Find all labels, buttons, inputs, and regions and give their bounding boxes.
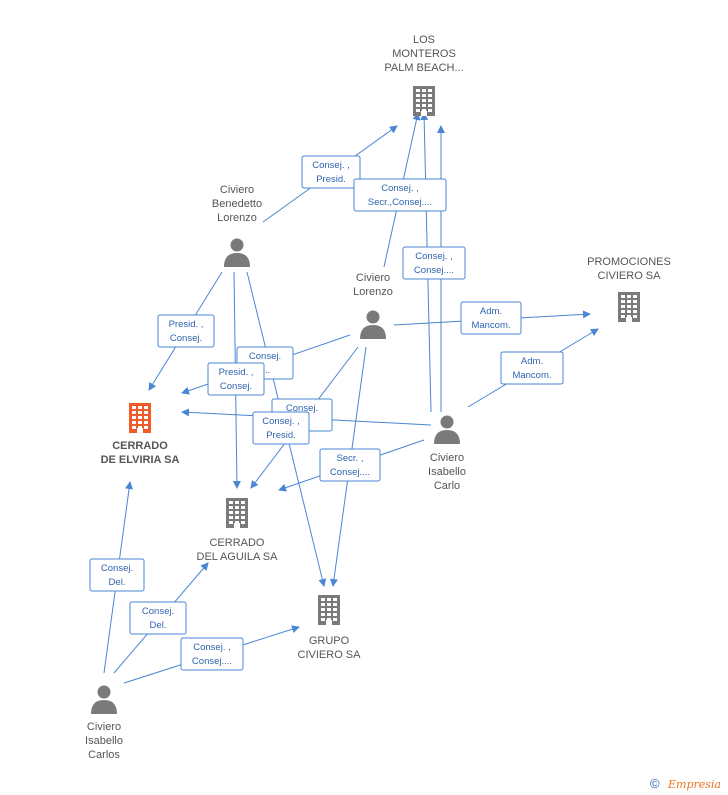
edge-label-box [402, 246, 466, 280]
edge-label-text: Consej. , [381, 183, 419, 194]
edge-label-text: Consej. , [312, 160, 350, 171]
brand-logo: Empresia [668, 778, 721, 791]
edge-label-text: Secr. , [337, 453, 364, 464]
edge-label-e11[interactable]: Secr. , Consej.... [319, 448, 381, 482]
edge-label-text: Del. [150, 620, 167, 631]
edge-label-text: Consej. , [262, 416, 300, 427]
edge-label-e2[interactable]: Consej. , Secr.,Consej.... [353, 178, 447, 212]
node-label: DE ELVIRIA SA [101, 454, 180, 466]
node-label: CIVIERO SA [298, 649, 362, 661]
node-label: Lorenzo [217, 212, 257, 224]
edge-label-text: Presid. [266, 430, 296, 441]
node-label: Carlos [88, 749, 120, 761]
edge-label-text: Consej. [249, 351, 281, 362]
edge-label-text: Presid. , [169, 319, 204, 330]
edge-label-e3[interactable]: Consej. , Consej.... [402, 246, 466, 280]
node-label: Carlo [434, 480, 460, 492]
edge-label-box [180, 637, 244, 671]
edge-label-box [301, 155, 361, 189]
node-grupo-civiero[interactable]: GRUPO CIVIERO SA [298, 595, 362, 661]
node-label: MONTEROS [392, 48, 456, 60]
edge-label-e13[interactable]: Consej. Del. [129, 601, 187, 635]
node-label: Lorenzo [353, 286, 393, 298]
edge-label-e10[interactable]: Consej. , Presid. [252, 411, 310, 445]
node-label: CERRADO [209, 537, 264, 549]
edge-label-text: Consej. [142, 606, 174, 617]
edge-label-text: Consej.... [330, 467, 370, 478]
node-promociones[interactable]: PROMOCIONES CIVIERO SA [587, 256, 671, 322]
edge-label-text: Adm. [521, 356, 543, 367]
edge-label-box [500, 351, 564, 385]
node-label: Isabello [85, 735, 123, 747]
node-label: Civiero [356, 272, 390, 284]
edge-label-box [157, 314, 215, 348]
edge-label-box [129, 601, 187, 635]
node-label: Benedetto [212, 198, 262, 210]
node-label: Civiero [87, 721, 121, 733]
edge-label-text: Mancom. [512, 370, 551, 381]
node-los-monteros[interactable]: LOS MONTEROS PALM BEACH... [384, 34, 464, 116]
node-label: LOS [413, 34, 435, 46]
edge-label-e4[interactable]: Adm. Mancom. [460, 301, 522, 335]
node-label: CERRADO [112, 440, 168, 452]
edge-label-text: Mancom. [471, 320, 510, 331]
edge-label-text: Consej. [220, 381, 252, 392]
edge-label-text: Consej.... [192, 656, 232, 667]
building-icon [318, 595, 340, 625]
building-icon [413, 86, 435, 116]
edge-label-text: Consej.... [414, 265, 454, 276]
edge-label-text: Presid. , [219, 367, 254, 378]
edge-label-text: Consej. [286, 403, 318, 414]
edge-label-text: Consej. [170, 333, 202, 344]
node-layer: LOS MONTEROS PALM BEACH... PROMOCIONES CIVIE… [85, 34, 671, 761]
edge-layer [103, 112, 599, 684]
person-icon [434, 415, 460, 444]
edge-label-box [207, 362, 265, 396]
node-cerrado-elviria[interactable]: CERRADO DE ELVIRIA SA [101, 403, 180, 466]
node-label: Civiero [430, 452, 464, 464]
building-icon [618, 292, 640, 322]
edge-label-text: Adm. [480, 306, 502, 317]
edge-label-text: Secr.,Consej.... [368, 197, 432, 208]
edge-label-e12[interactable]: Consej. Del. [89, 558, 145, 592]
node-cerrado-aguila[interactable]: CERRADO DEL AGUILA SA [197, 498, 279, 563]
node-label: PROMOCIONES [587, 256, 671, 268]
copyright-symbol: © [650, 776, 660, 791]
edge-label-text: .... [260, 365, 271, 376]
node-label: PALM BEACH... [384, 62, 463, 74]
edge-label-e14[interactable]: Consej. , Consej.... [180, 637, 244, 671]
node-label: CIVIERO SA [598, 270, 662, 282]
building-icon [129, 403, 151, 433]
node-label: Isabello [428, 466, 466, 478]
node-label: DEL AGUILA SA [197, 551, 279, 563]
node-label: Civiero [220, 184, 254, 196]
edge-label-text: Consej. , [193, 642, 231, 653]
edge-label-text: Consej. [101, 563, 133, 574]
building-icon [226, 498, 248, 528]
edge-label-e6[interactable]: Presid. , Consej. [157, 314, 215, 348]
edge-label-e8[interactable]: Presid. , Consej. [207, 362, 265, 396]
edge-label-e1[interactable]: Consej. , Presid. [301, 155, 361, 189]
edge-label-e5[interactable]: Adm. Mancom. [500, 351, 564, 385]
edge-label-box [460, 301, 522, 335]
edge-label-text: Consej. , [415, 251, 453, 262]
person-icon [91, 685, 117, 714]
node-label: GRUPO [309, 635, 350, 647]
edge-label-text: Presid. [316, 174, 346, 185]
edge-label-layer: Consej. , Presid. Consej. , Secr.,Consej...… [89, 155, 564, 671]
edge-label-text: Del. [109, 577, 126, 588]
edge-label-box [89, 558, 145, 592]
person-icon [224, 238, 250, 267]
person-icon [360, 310, 386, 339]
edge-label-box [353, 178, 447, 212]
edge-label-box [252, 411, 310, 445]
edge-label-box [319, 448, 381, 482]
